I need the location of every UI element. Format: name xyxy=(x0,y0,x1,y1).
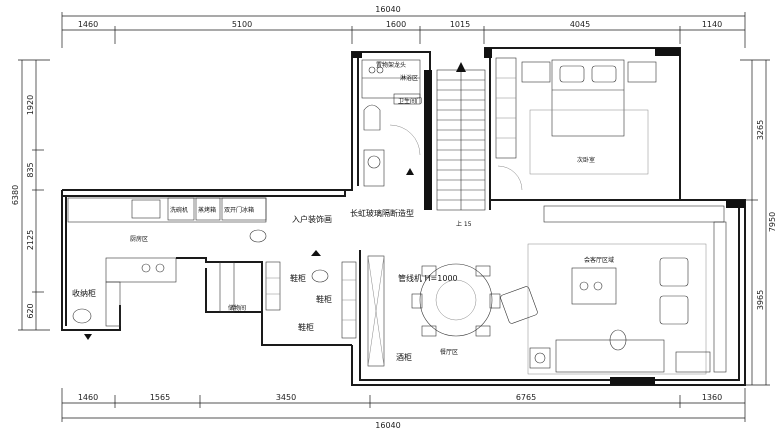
right-dim-1: 3265 xyxy=(756,120,765,140)
bottom-dim-5: 1360 xyxy=(702,393,722,402)
left-dim-1: 1920 xyxy=(26,95,35,115)
shower-area-label: 淋浴区 xyxy=(400,74,418,82)
top-dimensions: 16040 1460 5100 1600 1015 4045 1140 xyxy=(61,5,746,48)
dining-area: 管线机 H=1000 酒柜 餐厅区 xyxy=(367,255,501,367)
top-dim-4: 1015 xyxy=(450,20,470,29)
stairs: 上 15 xyxy=(436,62,486,228)
left-dim-4: 620 xyxy=(26,303,35,318)
stair-up-label: 上 15 xyxy=(456,220,472,228)
shoe-cabinet-label-2: 鞋柜 xyxy=(316,294,332,304)
top-dim-3: 1600 xyxy=(386,20,406,29)
left-total-dim: 6380 xyxy=(11,185,20,205)
bottom-dim-4: 6765 xyxy=(516,393,536,402)
bathroom-entry-arrow-icon xyxy=(406,168,414,175)
shoe-cabinet-label-3: 鞋柜 xyxy=(298,322,314,332)
entry-arrow-icon xyxy=(311,250,321,256)
stair-up-arrow-icon xyxy=(456,62,466,72)
dining-area-label: 餐厅区 xyxy=(440,348,458,356)
bottom-dim-3: 3450 xyxy=(276,393,296,402)
dishwasher-label: 洗碗机 xyxy=(170,206,188,214)
bedroom: 次卧室 xyxy=(495,57,657,191)
left-dimensions: 1920 835 2125 620 6380 xyxy=(11,59,50,331)
left-dim-2: 835 xyxy=(26,162,35,177)
top-dim-2: 5100 xyxy=(232,20,252,29)
top-dim-6: 1140 xyxy=(702,20,722,29)
bottom-dimensions: 1460 1565 3450 6765 1360 16040 xyxy=(61,388,746,430)
kitchen: 洗碗机 蒸烤箱 双开门冰箱 厨房区 收纳柜 xyxy=(67,197,267,340)
top-dim-5: 4045 xyxy=(570,20,590,29)
bathroom: 置物架龙头 淋浴区 卫生间门 xyxy=(361,59,422,187)
living-area-label: 会客厅区域 xyxy=(584,256,614,264)
entry-area: 鞋柜 鞋柜 鞋柜 储物间 入户装饰画 长虹玻璃隔断造型 xyxy=(176,208,414,346)
bedroom-label: 次卧室 xyxy=(577,156,595,164)
top-total-dim: 16040 xyxy=(375,5,400,14)
shower-shelf-note: 置物架龙头 xyxy=(376,61,406,69)
top-dim-1: 1460 xyxy=(78,20,98,29)
entry-decor-label: 入户装饰画 xyxy=(292,214,332,224)
kitchen-exit-arrow-icon xyxy=(84,334,92,340)
solid-wall-blocks xyxy=(352,48,745,385)
fridge-label: 双开门冰箱 xyxy=(224,206,254,214)
steam-oven-label: 蒸烤箱 xyxy=(198,206,216,214)
bottom-dim-1: 1460 xyxy=(78,393,98,402)
left-dim-3: 2125 xyxy=(26,230,35,250)
glass-partition-label: 长虹玻璃隔断造型 xyxy=(350,208,414,218)
toilet-door-label: 卫生间门 xyxy=(398,97,422,105)
bottom-dim-2: 1565 xyxy=(150,393,170,402)
storage-room-label: 储物间 xyxy=(228,304,246,312)
wine-cabinet-label: 酒柜 xyxy=(396,352,412,362)
living-area: 会客厅区域 xyxy=(500,205,727,375)
bottom-total-dim: 16040 xyxy=(375,421,400,430)
right-total-dim: 7950 xyxy=(768,212,777,232)
kitchen-label: 厨房区 xyxy=(130,235,148,243)
right-dim-2: 3965 xyxy=(756,290,765,310)
shoe-cabinet-label-1: 鞋柜 xyxy=(290,273,306,283)
storage-cabinet-label: 收纳柜 xyxy=(72,288,96,298)
right-dimensions: 3265 3965 7950 xyxy=(740,59,777,386)
